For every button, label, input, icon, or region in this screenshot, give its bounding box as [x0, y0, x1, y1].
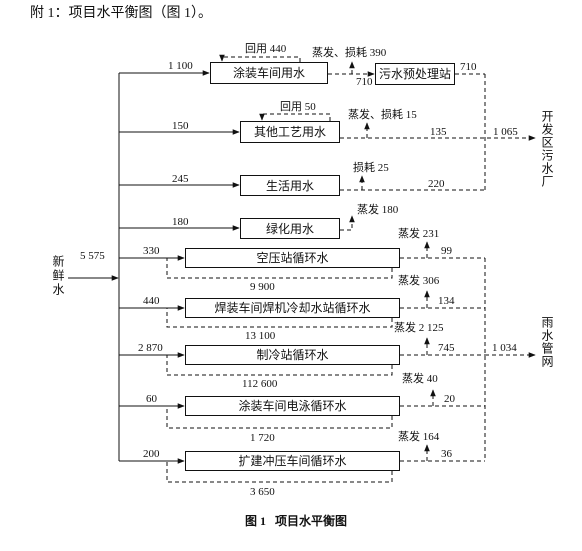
process-supply-value: 150: [172, 120, 189, 132]
fresh-water-label: 新鲜水: [51, 255, 65, 297]
unit-compressor-circulation: 空压站循环水: [185, 248, 400, 268]
process-loss-label: 蒸发、损耗 15: [348, 109, 417, 121]
reuse-loop-coating: [219, 54, 301, 62]
chiller-supply-value: 2 870: [138, 342, 163, 354]
sewage-plant-label: 开发区污水厂: [540, 110, 554, 188]
coating-reuse-label: 回用 440: [245, 43, 287, 55]
process-reuse-label: 回用 50: [280, 101, 316, 113]
figure-caption: 图 1 项目水平衡图: [245, 514, 348, 528]
domestic-discharge-value: 220: [428, 178, 445, 190]
rain-network-label: 雨水管网: [540, 316, 554, 368]
intro-text: 附 1：项目水平衡图（图 1）。: [30, 6, 212, 21]
welding-supply-value: 440: [143, 295, 160, 307]
rain-network-total: 1 034: [492, 342, 517, 354]
chiller-loss-label: 蒸发 2 125: [394, 322, 444, 334]
unit-electrophoresis-circulation: 涂装车间电泳循环水: [185, 396, 400, 416]
stamping-loss-label: 蒸发 164: [398, 431, 440, 443]
circulation-loop-chiller: [166, 355, 393, 376]
pretreatment-discharge-value: 710: [460, 61, 477, 73]
electrophoresis-loss-label: 蒸发 40: [402, 373, 438, 385]
unit-coating-water: 涂装车间用水: [210, 62, 328, 84]
fresh-water-value: 5 575: [80, 250, 105, 262]
unit-chiller-circulation: 制冷站循环水: [185, 345, 400, 365]
unit-pretreatment-station: 污水预处理站: [375, 63, 455, 85]
unit-domestic-water: 生活用水: [240, 175, 340, 196]
circulation-loop-compressor: [166, 258, 393, 279]
welding-discharge-value: 134: [438, 295, 455, 307]
sewage-plant-total: 1 065: [493, 126, 518, 138]
unit-stamping-circulation: 扩建冲压车间循环水: [185, 451, 400, 471]
circulation-loop-stamping: [166, 461, 393, 483]
compressor-circulation-value: 9 900: [250, 281, 275, 293]
stamping-circulation-value: 3 650: [250, 486, 275, 498]
stamping-supply-value: 200: [143, 448, 160, 460]
chiller-circulation-value: 112 600: [242, 378, 278, 390]
circulation-loop-welding: [166, 308, 393, 328]
domestic-loss-label: 损耗 25: [353, 162, 389, 174]
coating-discharge-value: 710: [356, 76, 373, 88]
stamping-discharge-value: 36: [441, 448, 452, 460]
domestic-supply-value: 245: [172, 173, 189, 185]
unit-greening-water: 绿化用水: [240, 218, 340, 239]
electrophoresis-discharge-value: 20: [444, 393, 455, 405]
reuse-loop-process: [259, 113, 331, 121]
greening-loss-label: 蒸发 180: [357, 204, 399, 216]
greening-supply-value: 180: [172, 216, 189, 228]
loss-arrow-greening: [340, 215, 355, 231]
compressor-supply-value: 330: [143, 245, 160, 257]
coating-supply-value: 1 100: [168, 60, 193, 72]
compressor-discharge-value: 99: [441, 245, 452, 257]
circulation-loop-electrophoresis: [166, 406, 393, 429]
welding-loss-label: 蒸发 306: [398, 275, 440, 287]
electrophoresis-circulation-value: 1 720: [250, 432, 275, 444]
chiller-discharge-value: 745: [438, 342, 455, 354]
unit-process-water: 其他工艺用水: [240, 121, 340, 143]
compressor-loss-label: 蒸发 231: [398, 228, 440, 240]
process-discharge-value: 135: [430, 126, 447, 138]
welding-circulation-value: 13 100: [245, 330, 276, 342]
coating-loss-label: 蒸发、损耗 390: [312, 47, 387, 59]
unit-welding-circulation: 焊装车间焊机冷却水站循环水: [185, 298, 400, 318]
electrophoresis-supply-value: 60: [146, 393, 157, 405]
